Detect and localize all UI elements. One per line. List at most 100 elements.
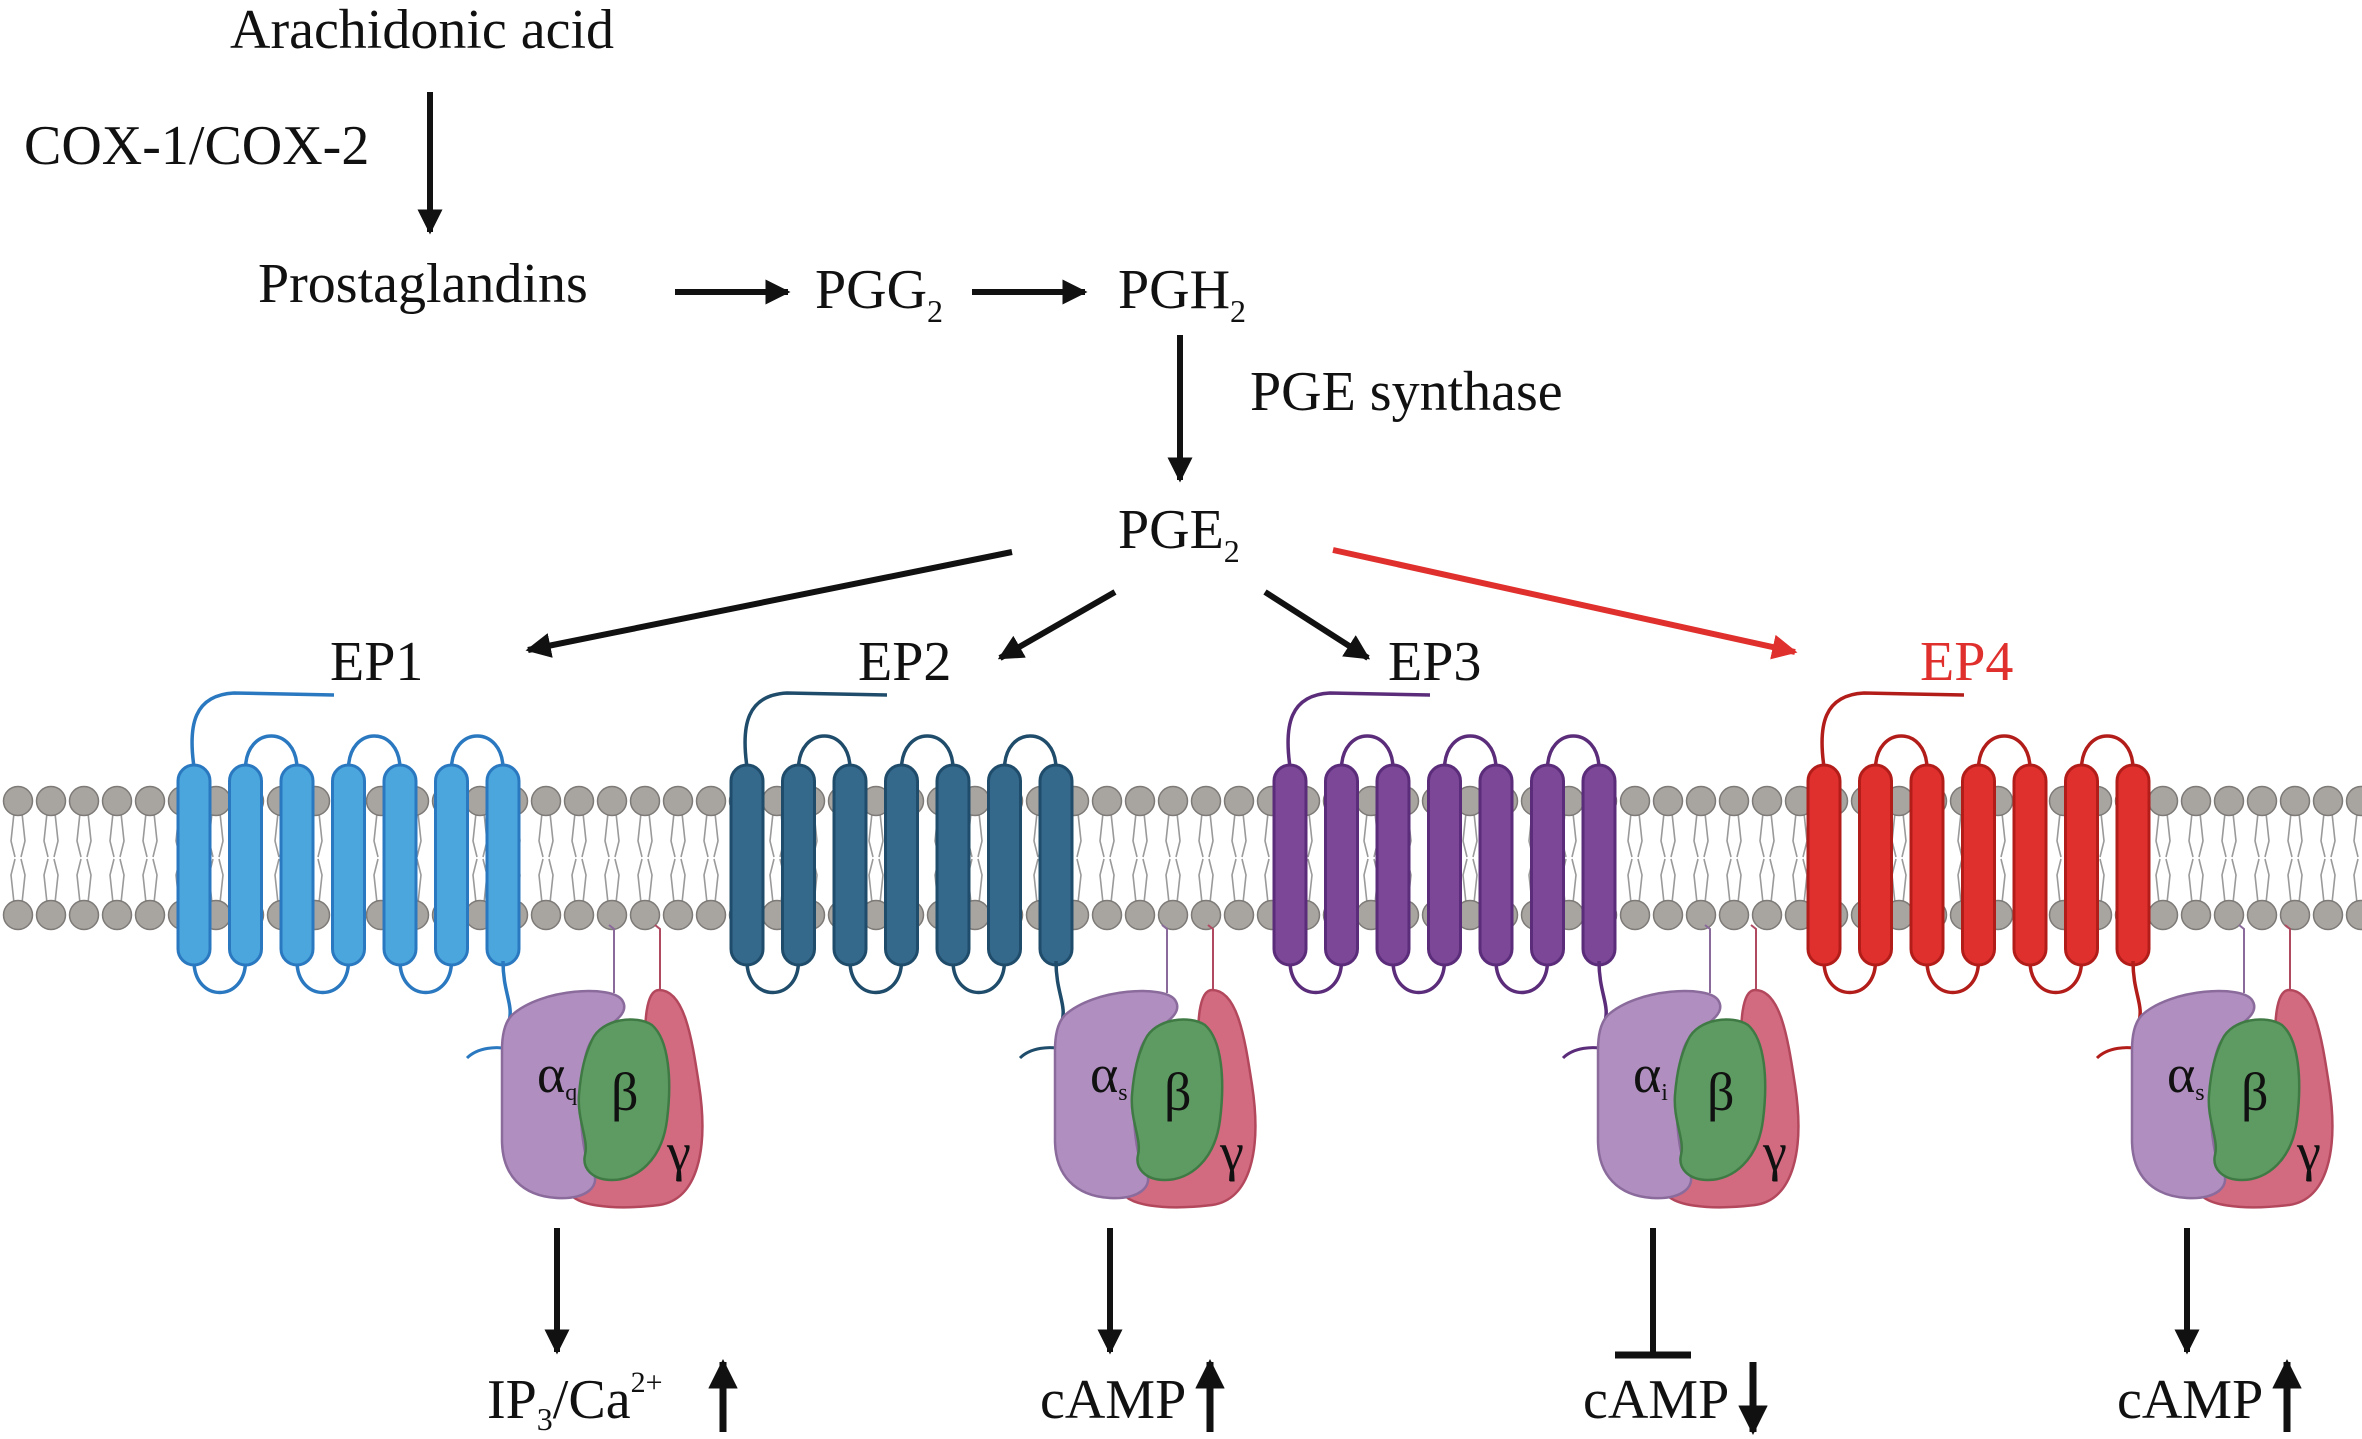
lipid-head [563,899,595,931]
effect-label: cAMP [2117,1369,2263,1431]
transmembrane-helix [1038,763,1074,967]
lipid-head [1091,785,1123,817]
lipid-head [1190,899,1222,931]
effect-label: cAMP [1583,1369,1729,1431]
lipid-tail [604,812,620,904]
lipid-head [35,899,67,931]
receptor-label: EP4 [1920,631,2013,693]
lipid-head [35,785,67,817]
intracellular-loop [1494,960,1550,995]
transmembrane-helix [2115,763,2151,967]
transmembrane-helix [1324,763,1359,967]
transmembrane-helix [1427,763,1462,967]
lipid-head [1718,785,1750,817]
lipid-tail [10,812,26,904]
transmembrane-helix [485,763,521,967]
transmembrane-helix [781,763,816,967]
transmembrane-helix [382,763,418,967]
transmembrane-helix [884,763,919,967]
intracellular-loop [295,960,351,995]
lipid-head [1091,899,1123,931]
lipid-tail [703,812,719,904]
extracellular-loop [243,734,299,770]
lipid-tail [868,812,884,904]
transmembrane-helix [1806,763,1842,967]
intracellular-loop [1391,960,1447,995]
beta-subunit-label: β [611,1062,638,1122]
transmembrane-helix [2012,763,2048,967]
lipid-tail [1792,812,1808,904]
lipid-head [101,899,133,931]
transmembrane-helix [228,763,263,967]
lipid-head [1223,899,1255,931]
effect-label: IP3/Ca2+ [487,1366,662,1437]
lipid-head [1157,785,1189,817]
beta-subunit [1673,1018,1767,1182]
lipid-head [1124,899,1156,931]
transmembrane-helix [1530,763,1565,967]
pgh2-label: PGH2 [1118,259,1246,329]
lipid-tail [2155,812,2171,904]
lipid-tail [1726,812,1742,904]
beta-subunit [577,1018,671,1182]
lipid-head [695,899,727,931]
transmembrane-helix [434,763,469,967]
extracellular-loop [1545,734,1601,770]
extracellular-loop [899,734,955,770]
lipid-tail [1693,812,1709,904]
lipid-tail [109,812,125,904]
gamma-subunit-label: γ [666,1122,691,1182]
lipid-tail [1891,812,1907,904]
lipid-tail [1132,812,1148,904]
intracellular-loop [192,960,248,995]
lipid-tail [538,812,554,904]
receptor-label: EP2 [858,631,951,693]
gamma-subunit-label: γ [2296,1122,2321,1182]
lipid-head [530,785,562,817]
lipid-head [1652,899,1684,931]
lipid-tail [1231,812,1247,904]
transmembrane-helix [1478,763,1514,967]
lipid-head [2180,785,2212,817]
lipid-tail [1627,812,1643,904]
lipid-tail [2287,812,2303,904]
lipid-head [134,899,166,931]
extracellular-loop [449,734,505,770]
lipid-tail [2320,812,2336,904]
extracellular-loop [796,734,852,770]
lipid-head [134,785,166,817]
extracellular-loop [1339,734,1395,770]
lipid-head [2345,785,2362,817]
lipid-head [1751,899,1783,931]
c-terminal-tail [2131,960,2142,1026]
gamma-subunit-label: γ [1762,1122,1787,1182]
lipid-head [1223,785,1255,817]
transmembrane-helix [1581,763,1617,967]
c-terminal-tail [501,960,512,1026]
lipid-head [1685,785,1717,817]
lipid-head [1652,785,1684,817]
lipid-head [662,785,694,817]
lipid-tail [670,812,686,904]
lipid-head [596,785,628,817]
n-terminal-tail [190,691,335,768]
lipid-head [1619,785,1651,817]
extracellular-loop [1002,734,1058,770]
pge2-to-ep4-arrow [1332,547,1798,660]
lipid-anchor [2284,924,2291,993]
lipid-tail [43,812,59,904]
intracellular-loop [2028,960,2084,995]
lipid-tail [142,812,158,904]
lipid-head [2180,899,2212,931]
lipid-head [2213,899,2245,931]
extracellular-loop [2079,734,2135,770]
arachidonic-acid-label: Arachidonic acid [230,0,614,61]
lipid-head [2246,899,2278,931]
lipid-head [2147,899,2179,931]
lipid-anchor [1750,924,1757,993]
lipid-head [662,899,694,931]
intracellular-loop [1822,960,1878,995]
intracellular-loop [951,960,1007,995]
